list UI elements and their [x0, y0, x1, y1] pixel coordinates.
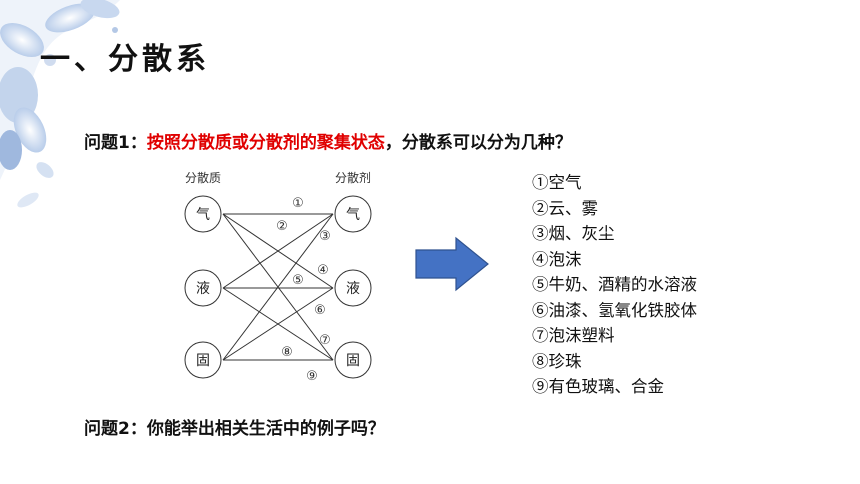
- example-item: ②云、雾: [532, 198, 598, 218]
- edge-label-1: ①: [292, 196, 304, 211]
- right-node-solid-label: 固: [346, 353, 360, 369]
- question-2: 问题2：你能举出相关生活中的例子吗？: [84, 419, 385, 439]
- right-node-solid: [334, 341, 372, 379]
- page-title: 一、分散系: [40, 42, 210, 77]
- example-item: ⑥油漆、氢氧化铁胶体: [532, 300, 697, 320]
- question-1: 问题1：按照分散质或分散剂的聚集状态，分散系可以分为几种？: [84, 128, 572, 153]
- left-header: 分散质: [185, 170, 221, 185]
- example-item: ⑧珍珠: [532, 351, 582, 371]
- right-header: 分散剂: [335, 170, 371, 185]
- example-item: ⑦泡沫塑料: [532, 326, 615, 345]
- question-1-highlight: 按照分散质或分散剂的聚集状态: [146, 133, 385, 153]
- example-item: ⑤牛奶、酒精的水溶液: [532, 275, 697, 294]
- edge-label-2: ②: [276, 219, 288, 234]
- right-node-liquid-label: 液: [346, 281, 360, 297]
- right-node-liquid: [334, 269, 372, 307]
- examples-list: ①空气 ②云、雾 ③烟、灰尘 ④泡沫 ⑤牛奶、酒精的水溶液 ⑥油漆、氢氧化铁胶体…: [532, 170, 697, 400]
- left-node-solid-label: 固: [196, 353, 210, 369]
- floral-decoration-icon: [0, 0, 160, 240]
- example-item: ④泡沫: [532, 249, 582, 269]
- dispersion-diagram: 分散质 分散剂 气 液 固 气 液 固 ① ② ③ ④ ⑤ ⑥ ⑦ ⑧ ⑨: [184, 170, 372, 384]
- edge-label-8: ⑧: [281, 345, 293, 360]
- question-1-suffix: ，分散系可以分为几种？: [384, 133, 572, 153]
- right-node-gas: [334, 195, 372, 233]
- edge-label-3: ③: [319, 229, 331, 244]
- example-item: ⑨有色玻璃、合金: [532, 377, 664, 396]
- example-item: ③烟、灰尘: [532, 224, 615, 243]
- edge-label-9: ⑨: [306, 369, 318, 384]
- left-node-gas: [184, 195, 222, 233]
- edge-label-7: ⑦: [319, 333, 331, 348]
- right-arrow-icon: [415, 236, 489, 292]
- question-1-prefix: 问题1：: [84, 133, 147, 153]
- left-node-liquid: [184, 269, 222, 307]
- example-item: ①空气: [532, 173, 582, 192]
- edge-label-4: ④: [317, 263, 329, 278]
- edge-label-6: ⑥: [314, 303, 326, 318]
- left-node-solid: [184, 341, 222, 379]
- left-node-liquid-label: 液: [196, 281, 210, 297]
- right-node-gas-label: 气: [346, 207, 360, 223]
- left-node-gas-label: 气: [196, 207, 210, 223]
- edge-label-5: ⑤: [292, 273, 304, 288]
